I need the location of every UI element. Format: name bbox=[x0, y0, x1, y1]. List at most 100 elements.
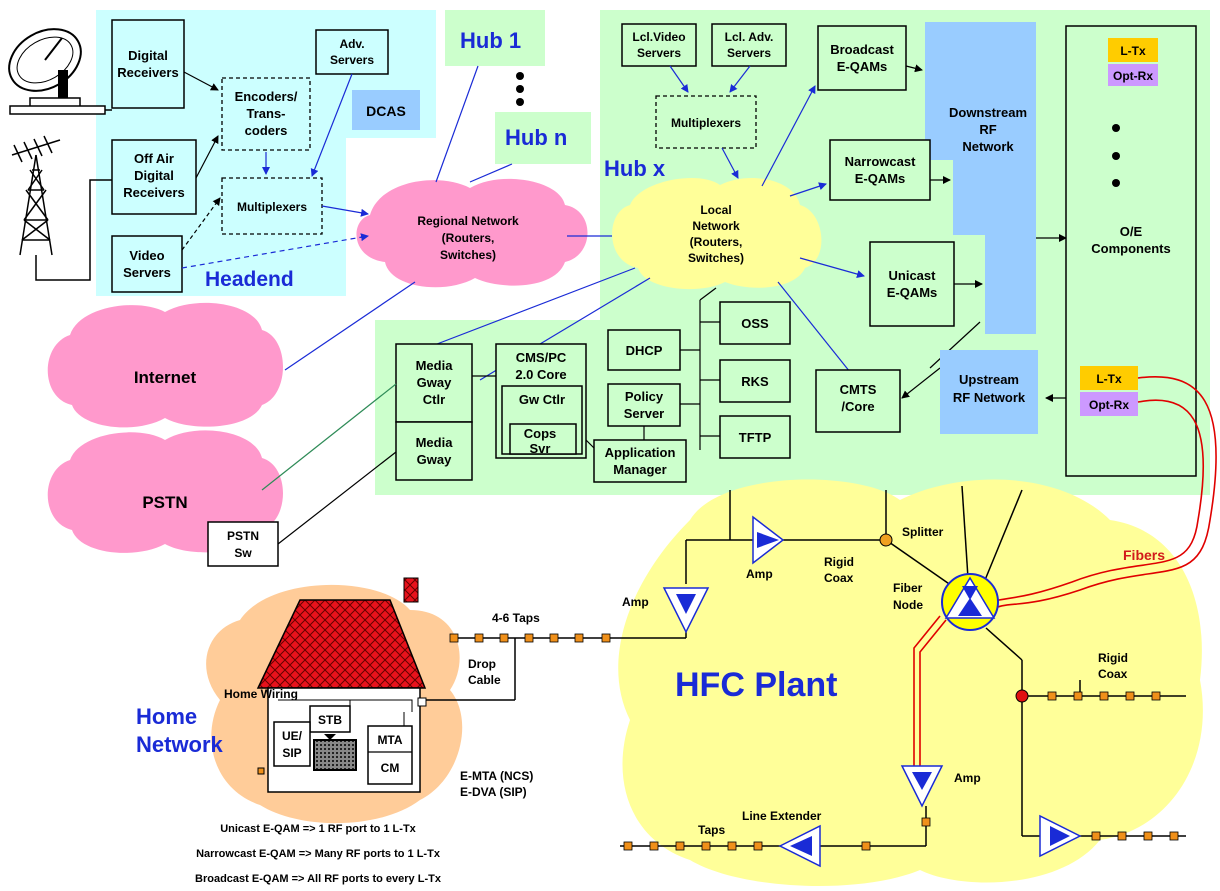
label: Multiplexers bbox=[671, 116, 741, 130]
dcas-box: DCAS bbox=[352, 90, 420, 130]
label: CMS/PC bbox=[516, 350, 567, 365]
label: /Core bbox=[841, 399, 874, 414]
label: RKS bbox=[741, 374, 769, 389]
optrx-top bbox=[1108, 64, 1158, 86]
label: TFTP bbox=[739, 430, 772, 445]
label: Receivers bbox=[123, 185, 184, 200]
label: Multiplexers bbox=[237, 200, 307, 214]
amp-lower-icon bbox=[900, 765, 944, 808]
hub1-label: Hub 1 bbox=[460, 28, 521, 53]
label: UE/ bbox=[282, 729, 303, 743]
label: Components bbox=[1091, 241, 1170, 256]
label: Cable bbox=[468, 673, 501, 687]
tftp-box: TFTP bbox=[719, 415, 791, 459]
upstream-rf-network: Upstream RF Network bbox=[940, 350, 1038, 434]
regional-network-cloud bbox=[356, 178, 588, 288]
pstn-sw-box: PSTN Sw bbox=[207, 521, 279, 567]
ltx-bottom bbox=[1080, 366, 1138, 390]
amp-label: Amp bbox=[746, 567, 773, 581]
fibers-label: Fibers bbox=[1123, 547, 1165, 563]
headend-title: Headend bbox=[205, 268, 294, 291]
dhcp-box: DHCP bbox=[607, 329, 681, 371]
amp-top-icon bbox=[752, 515, 785, 565]
label: Rigid bbox=[824, 555, 854, 569]
ue-sip-box: UE/ SIP bbox=[273, 721, 311, 767]
splitter-top bbox=[879, 533, 893, 547]
headend-connectors bbox=[181, 71, 369, 269]
local-network-cloud bbox=[612, 177, 822, 290]
policy-server-box: Policy Server bbox=[607, 383, 681, 427]
broadcast-eqams-box: Broadcast E-QAMs bbox=[817, 25, 907, 91]
emta-label: E-MTA (NCS) bbox=[460, 769, 533, 783]
label: OSS bbox=[741, 316, 769, 331]
label: Gway bbox=[417, 452, 452, 467]
label: Lcl. Adv. bbox=[725, 30, 774, 44]
label: Manager bbox=[613, 462, 666, 477]
label: RF bbox=[979, 122, 996, 137]
label: Coax bbox=[1098, 667, 1128, 681]
home-network-title: Network bbox=[136, 732, 224, 757]
label: Svr bbox=[530, 441, 551, 456]
label: STB bbox=[318, 713, 342, 727]
label: Fiber bbox=[893, 581, 923, 595]
label: Receivers bbox=[117, 65, 178, 80]
label: Drop bbox=[468, 657, 496, 671]
label: Servers bbox=[727, 46, 771, 60]
optrx-bottom bbox=[1080, 392, 1138, 416]
splitter-label: Splitter bbox=[902, 525, 944, 539]
label: Rigid bbox=[1098, 651, 1128, 665]
label: Adv. bbox=[339, 37, 364, 51]
label: Ctlr bbox=[423, 392, 445, 407]
antenna-tower-icon bbox=[11, 135, 112, 281]
note-broadcast: Broadcast E-QAM => All RF ports to every… bbox=[195, 873, 442, 885]
label: Media bbox=[416, 435, 454, 450]
label: Servers bbox=[330, 53, 374, 67]
amp-label: Amp bbox=[622, 595, 649, 609]
taps-row-bottom-right bbox=[1091, 831, 1179, 841]
tv-icon bbox=[313, 734, 357, 771]
line-extender-icon bbox=[778, 824, 821, 868]
label: L-Tx bbox=[1120, 44, 1146, 58]
label: O/E bbox=[1120, 224, 1143, 239]
label: Encoders/ bbox=[235, 89, 298, 104]
hub-mux-arrows bbox=[669, 65, 751, 179]
backbone-lines bbox=[643, 287, 720, 450]
label: Media bbox=[416, 358, 454, 373]
label: Video bbox=[129, 248, 164, 263]
label: Switches) bbox=[688, 251, 744, 265]
stb-box: STB bbox=[309, 705, 351, 733]
hfc-plant-title: HFC Plant bbox=[675, 666, 837, 704]
note-unicast: Unicast E-QAM => 1 RF port to 1 L-Tx bbox=[220, 823, 416, 835]
cms-links bbox=[472, 375, 595, 449]
label: Digital bbox=[128, 48, 168, 63]
downstream-rf-network bbox=[925, 22, 1036, 334]
lcl-adv-servers-box: Lcl. Adv. Servers bbox=[711, 23, 787, 67]
media-gway-ctlr-box: Media Gway Ctlr bbox=[395, 343, 473, 423]
hub-multiplexers-box: Multiplexers bbox=[655, 95, 757, 149]
note-narrowcast: Narrowcast E-QAM => Many RF ports to 1 L… bbox=[196, 848, 441, 860]
label: DCAS bbox=[366, 103, 406, 119]
oss-box: OSS bbox=[719, 301, 791, 345]
pstn-label: PSTN bbox=[142, 493, 187, 512]
satellite-dish-icon bbox=[8, 28, 112, 115]
label: Coax bbox=[824, 571, 854, 585]
line-extender-label: Line Extender bbox=[742, 809, 822, 823]
label: Opt-Rx bbox=[1089, 398, 1129, 412]
fiber-node-icon bbox=[941, 573, 999, 631]
hubx-label: Hub x bbox=[604, 156, 666, 181]
label: (Routers, bbox=[690, 235, 743, 249]
label: 2.0 Core bbox=[515, 367, 566, 382]
label: E-QAMs bbox=[837, 59, 888, 74]
label: RF Network bbox=[953, 390, 1026, 405]
regional-label: (Routers, bbox=[442, 231, 495, 245]
label: Unicast bbox=[889, 268, 937, 283]
label: Narrowcast bbox=[845, 154, 916, 169]
label: SIP bbox=[282, 746, 301, 760]
amp-left-icon bbox=[662, 587, 710, 634]
label: Servers bbox=[637, 46, 681, 60]
cms-core-box: CMS/PC 2.0 Core Gw Ctlr Cops Svr bbox=[495, 343, 587, 459]
hubn-label: Hub n bbox=[505, 125, 567, 150]
hub1-box bbox=[445, 10, 545, 66]
hfc-plant-cloud bbox=[618, 479, 1203, 887]
